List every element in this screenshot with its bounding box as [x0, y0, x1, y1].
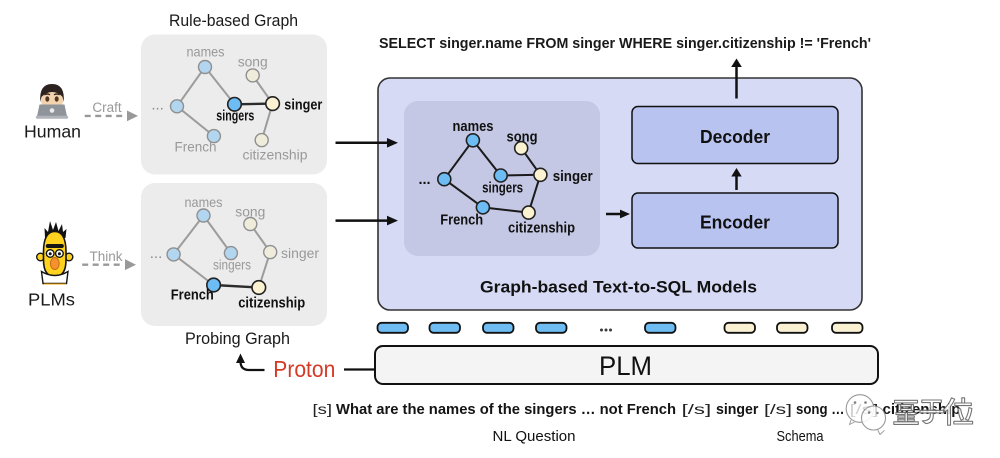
svg-text:singers: singers: [213, 257, 251, 273]
svg-text:song: song: [235, 204, 265, 220]
svg-text:Encoder: Encoder: [700, 213, 770, 233]
svg-text:citizenship: citizenship: [238, 296, 305, 312]
svg-text:citizenship: citizenship: [508, 221, 575, 237]
svg-text:PLMs: PLMs: [28, 290, 75, 310]
svg-text:Decoder: Decoder: [700, 127, 770, 147]
svg-text:...: ...: [150, 245, 163, 262]
svg-text:song: song: [507, 130, 538, 146]
svg-text:song …: song …: [796, 401, 844, 418]
svg-text:singer: singer: [281, 245, 319, 261]
svg-text:Probing Graph: Probing Graph: [185, 330, 290, 348]
svg-text:Rule-based Graph: Rule-based Graph: [169, 12, 298, 30]
svg-text:French: French: [175, 139, 217, 155]
svg-text:Proton: Proton: [273, 356, 335, 382]
svg-text:Human: Human: [24, 122, 81, 142]
svg-text:Think: Think: [89, 249, 122, 264]
svg-text:names: names: [453, 119, 494, 135]
svg-text:[/s]: [/s]: [764, 402, 792, 417]
svg-text:Schema: Schema: [777, 429, 825, 445]
svg-text:French: French: [171, 288, 214, 304]
svg-text:singer: singer: [284, 98, 322, 114]
svg-text:[s]: [s]: [313, 402, 333, 417]
svg-text:SELECT singer.name FROM singer: SELECT singer.name FROM singer WHERE sin…: [379, 35, 871, 52]
svg-text:NL Question: NL Question: [493, 429, 576, 445]
svg-text:singers: singers: [482, 181, 523, 197]
svg-text:Craft: Craft: [92, 100, 122, 115]
svg-text:PLM: PLM: [599, 351, 652, 381]
svg-text:citizenship: citizenship: [243, 147, 308, 163]
svg-text:French: French: [440, 213, 483, 229]
svg-text:Graph-based Text-to-SQL Models: Graph-based Text-to-SQL Models: [480, 278, 757, 297]
svg-text:singer: singer: [553, 169, 593, 185]
svg-text:song: song: [238, 54, 268, 70]
svg-text:[/s]: [/s]: [682, 402, 712, 417]
svg-text:...: ...: [151, 97, 164, 114]
svg-text:...: ...: [418, 172, 430, 188]
svg-text:singers: singers: [216, 109, 254, 125]
svg-text:names: names: [187, 44, 225, 60]
svg-text:What are the names of the sing: What are the names of the singers … not …: [336, 401, 676, 418]
svg-text:names: names: [185, 194, 223, 210]
svg-text:singer: singer: [716, 401, 759, 418]
